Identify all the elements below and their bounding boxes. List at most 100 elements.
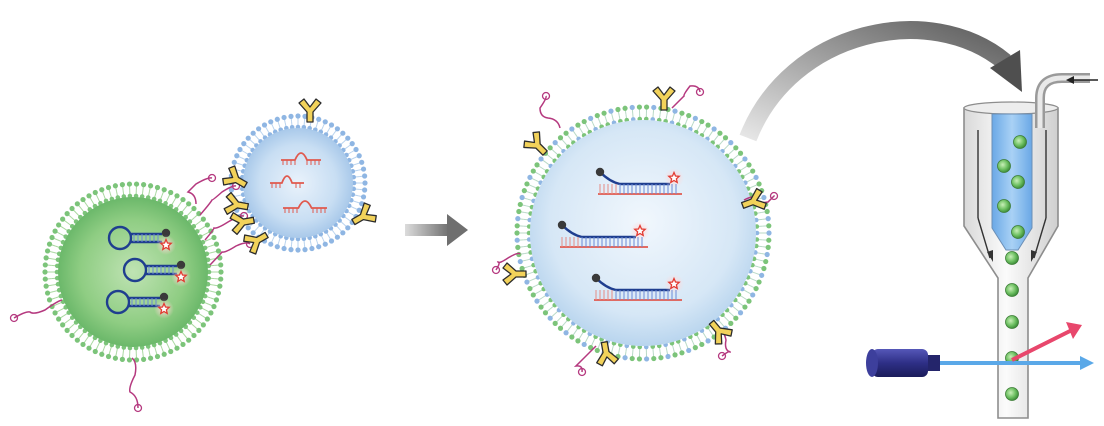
lipid-head: [218, 276, 224, 282]
vesicle-dot: [1011, 175, 1025, 189]
lipid-head: [345, 225, 351, 231]
y-linker-body: [351, 202, 377, 226]
lipid-head: [524, 279, 530, 285]
y-linkers-panel-1: [222, 98, 377, 255]
fused-lipid-bilayer: [514, 104, 772, 362]
lipid-head: [74, 201, 80, 207]
lipid-head: [105, 184, 112, 191]
y-linker: [596, 340, 620, 367]
y-linker-body: [596, 340, 620, 367]
lipid-head: [154, 184, 161, 191]
tether-loop: [541, 91, 551, 101]
lipid-head: [594, 112, 600, 119]
lipid-head: [43, 283, 49, 289]
lipid-head: [588, 115, 594, 121]
lipid-head: [204, 316, 210, 322]
lipid-head: [519, 194, 525, 201]
lipid-head: [281, 245, 287, 252]
lipid-head: [334, 126, 340, 132]
lipid-head: [686, 112, 692, 119]
tether-loop: [577, 367, 587, 377]
tether-strand: [13, 299, 63, 319]
hairpin-loop: [107, 225, 133, 251]
lipid-head: [542, 310, 549, 316]
vesicle-dot: [1011, 225, 1025, 239]
lipid-head: [665, 353, 671, 360]
lipid-head: [112, 183, 118, 189]
lipid-head: [672, 108, 678, 114]
lipid-head: [699, 118, 705, 125]
lipid-head: [557, 325, 564, 331]
vesicle-dot: [1005, 315, 1019, 329]
lipid-head: [517, 201, 523, 208]
lipid-head: [764, 208, 770, 215]
lipid-head: [241, 141, 247, 147]
lipid-head: [349, 141, 355, 147]
y-linker: [708, 319, 733, 345]
lipid-head: [161, 187, 167, 193]
lipid-head: [764, 251, 770, 258]
quencher: [176, 260, 186, 270]
lipid-head: [42, 262, 48, 268]
lipid-head: [746, 162, 752, 168]
lipid-head: [699, 341, 705, 348]
inlet-arrowhead: [1066, 76, 1074, 84]
lipid-head: [345, 135, 351, 141]
fluorophore-star: [159, 237, 173, 251]
lipid-head: [581, 341, 587, 348]
tether-strands-panel-1: [9, 173, 255, 413]
lipid-head: [316, 116, 322, 122]
lipid-head: [519, 265, 525, 272]
lipid-head: [733, 145, 739, 151]
lipid-head: [322, 119, 328, 125]
probe-target-duplex: [595, 167, 684, 195]
lipid-head: [218, 262, 224, 268]
tether-loop: [695, 87, 705, 97]
fluorophore-star: [667, 276, 681, 290]
vesicle-dot: [1005, 283, 1019, 297]
fluorophore-star: [157, 301, 171, 315]
lipid-head: [356, 153, 362, 159]
lipid-head: [148, 183, 154, 189]
lipid-head: [608, 108, 614, 114]
lipid-head: [42, 276, 48, 282]
lipid-head: [215, 290, 222, 296]
lipid-head: [515, 244, 521, 250]
lipid-head: [43, 255, 49, 261]
lipid-head: [534, 162, 540, 168]
hairpin-loop: [122, 257, 148, 283]
y-linker-body: [652, 86, 676, 111]
vesicle-dot: [1005, 387, 1019, 401]
lipid-head: [766, 230, 772, 236]
lipid-head: [629, 104, 635, 111]
target-rna-strands: [270, 152, 327, 213]
y-linker-body: [229, 212, 256, 236]
lipid-head: [154, 353, 161, 360]
fluorescence-signal-arrow: [1011, 322, 1082, 362]
sheath-flow-arrows: [977, 130, 1047, 262]
lipid-head: [761, 194, 767, 201]
lipid-head: [679, 350, 685, 356]
lipid-head: [261, 122, 268, 128]
lipid-head: [328, 122, 335, 128]
lipid-head: [737, 310, 744, 316]
lipid-head: [575, 338, 581, 344]
lipid-head: [250, 230, 256, 236]
laser-beam: [940, 356, 1094, 370]
laser-source: [866, 349, 940, 377]
lipid-head: [200, 322, 206, 328]
lipid-head: [742, 304, 748, 310]
lipid-head: [218, 269, 224, 275]
tether-strand: [539, 95, 561, 129]
fluorophore-star: [174, 269, 188, 283]
vesicle-dot: [997, 159, 1011, 173]
lipid-head: [534, 298, 540, 304]
green-vesicle: [42, 181, 224, 363]
lipid-head: [594, 347, 600, 354]
y-linker-body: [523, 131, 548, 156]
vesicle-dot: [997, 199, 1011, 213]
lipid-head: [552, 140, 558, 146]
probe-target-duplex: [591, 273, 684, 301]
lipid-head: [56, 222, 62, 228]
lipid-head: [274, 116, 280, 122]
